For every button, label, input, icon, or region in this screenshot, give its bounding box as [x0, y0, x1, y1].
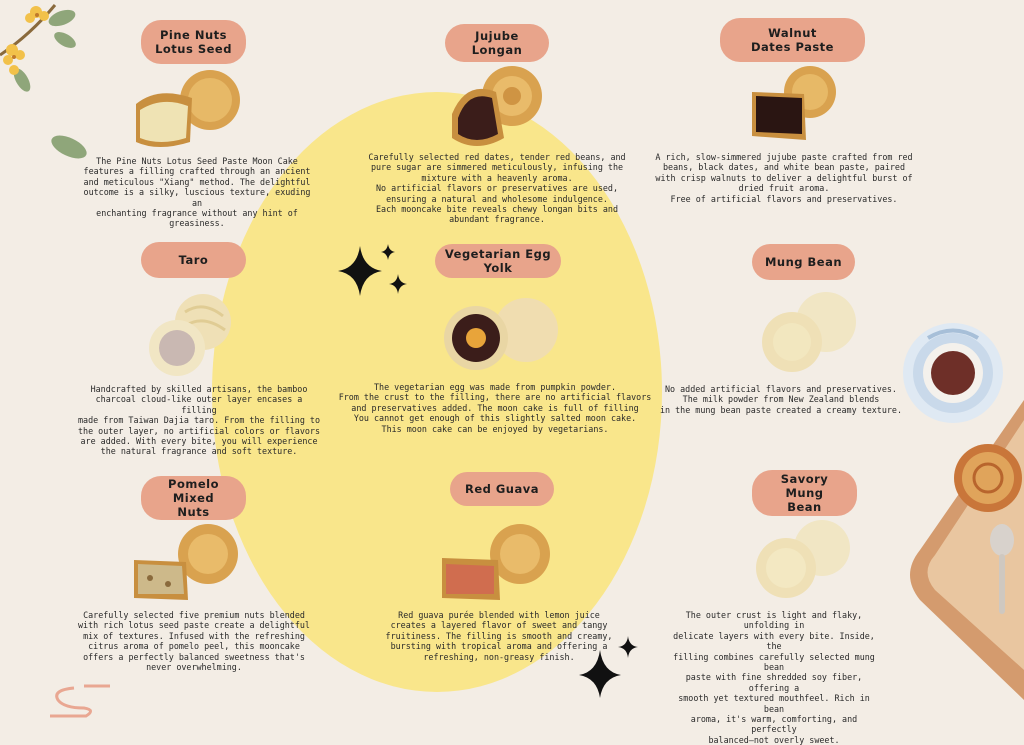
desc-savory-mung-bean: The outer crust is light and flaky, unfo… [673, 610, 875, 745]
desc-mung-bean: No added artificial flavors and preserva… [659, 384, 903, 415]
tea-cup-icon [903, 323, 1003, 423]
desc-vegetarian-egg-yolk: The vegetarian egg was made from pumpkin… [338, 382, 652, 434]
pomelo-mixed-nuts-mooncake-image [134, 524, 238, 600]
savory-mung-bean-mooncake-image [756, 520, 850, 598]
label-savory-mung-bean: Savory Mung Bean [752, 470, 857, 516]
background-circle [212, 92, 662, 692]
pine-nuts-lotus-seed-mooncake-image [136, 70, 240, 147]
mung-bean-mooncake-image [762, 292, 856, 372]
desc-pomelo-mixed-nuts: Carefully selected five premium nuts ble… [78, 610, 310, 673]
vegetarian-egg-yolk-mooncake-image [444, 298, 558, 370]
label-vegetarian-egg-yolk: Vegetarian Egg Yolk [435, 244, 561, 278]
walnut-dates-paste-mooncake-image [752, 66, 836, 140]
label-jujube-longan: Jujube Longan [445, 24, 549, 62]
wave-logo-icon [50, 684, 110, 718]
label-red-guava: Red Guava [450, 472, 554, 506]
taro-mooncake-image [149, 294, 231, 376]
label-mung-bean: Mung Bean [752, 244, 855, 280]
desc-pine-nuts-lotus-seed: The Pine Nuts Lotus Seed Paste Moon Cake… [83, 156, 311, 229]
desc-jujube-longan: Carefully selected red dates, tender red… [368, 152, 626, 225]
leaf-icon [51, 135, 87, 159]
label-pine-nuts-lotus-seed: Pine Nuts Lotus Seed [141, 20, 246, 64]
red-guava-mooncake-image [442, 524, 550, 600]
jujube-longan-mooncake-image [452, 66, 542, 146]
desc-walnut-dates-paste: A rich, slow-simmered jujube paste craft… [655, 152, 913, 204]
sparkle-icon [338, 244, 407, 296]
desc-red-guava: Red guava purée blended with lemon juice… [385, 610, 613, 662]
desc-taro: Handcrafted by skilled artisans, the bam… [77, 384, 321, 457]
label-taro: Taro [141, 242, 246, 278]
label-walnut-dates-paste: Walnut Dates Paste [720, 18, 865, 62]
spoon-icon [990, 524, 1014, 614]
label-pomelo-mixed-nuts: Pomelo Mixed Nuts [141, 476, 246, 520]
sparkle-icon [579, 636, 638, 698]
flower-branch-icon [0, 4, 76, 92]
